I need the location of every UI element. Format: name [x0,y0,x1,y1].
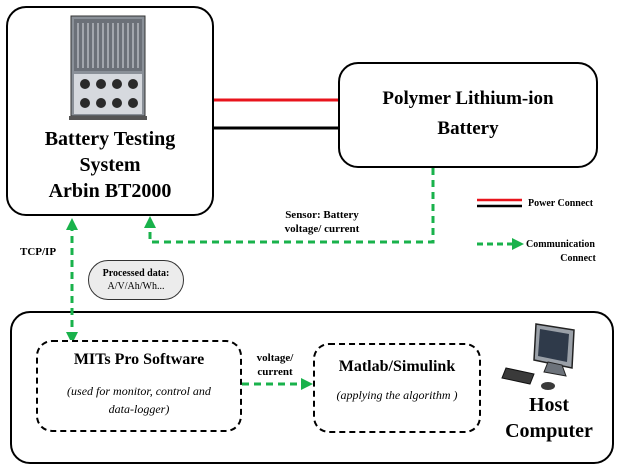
arbin-title-line1: Battery Testing [44,128,176,150]
sensor-label-line2: voltage/ current [284,223,360,235]
mits-title: MITs Pro Software [73,351,205,368]
battery-title-line2: Battery [437,118,499,139]
host-label-line2: Computer [505,420,593,442]
link-label-line2: current [257,366,293,378]
legend-comm-label-line1: Communication [526,239,595,250]
arbin-title-line2: System [79,154,141,176]
mits-desc-line1: (used for monitor, control and [67,384,211,398]
matlab-box [313,343,481,433]
legend-comm-label-line2: Connect [560,253,596,264]
sensor-label-line1: Sensor: Battery [285,209,359,221]
arbin-title-line3: Arbin BT2000 [48,180,172,202]
matlab-title: Matlab/Simulink [338,358,456,375]
battery-box [338,62,598,168]
link-label-line1: voltage/ [256,352,294,364]
mits-desc-line2: data-logger) [108,402,170,416]
battery-title-line1: Polymer Lithium-ion [382,88,554,109]
processed-data-line1: Processed data: [102,268,170,279]
host-label-line1: Host [529,394,569,416]
mits-box [36,340,242,432]
matlab-desc: (applying the algorithm ) [336,388,458,402]
processed-data-bubble [88,260,184,300]
legend-power-label: Power Connect [528,198,594,209]
processed-data-line2: A/V/Ah/Wh... [107,281,165,292]
tcp-label: TCP/IP [20,246,57,258]
